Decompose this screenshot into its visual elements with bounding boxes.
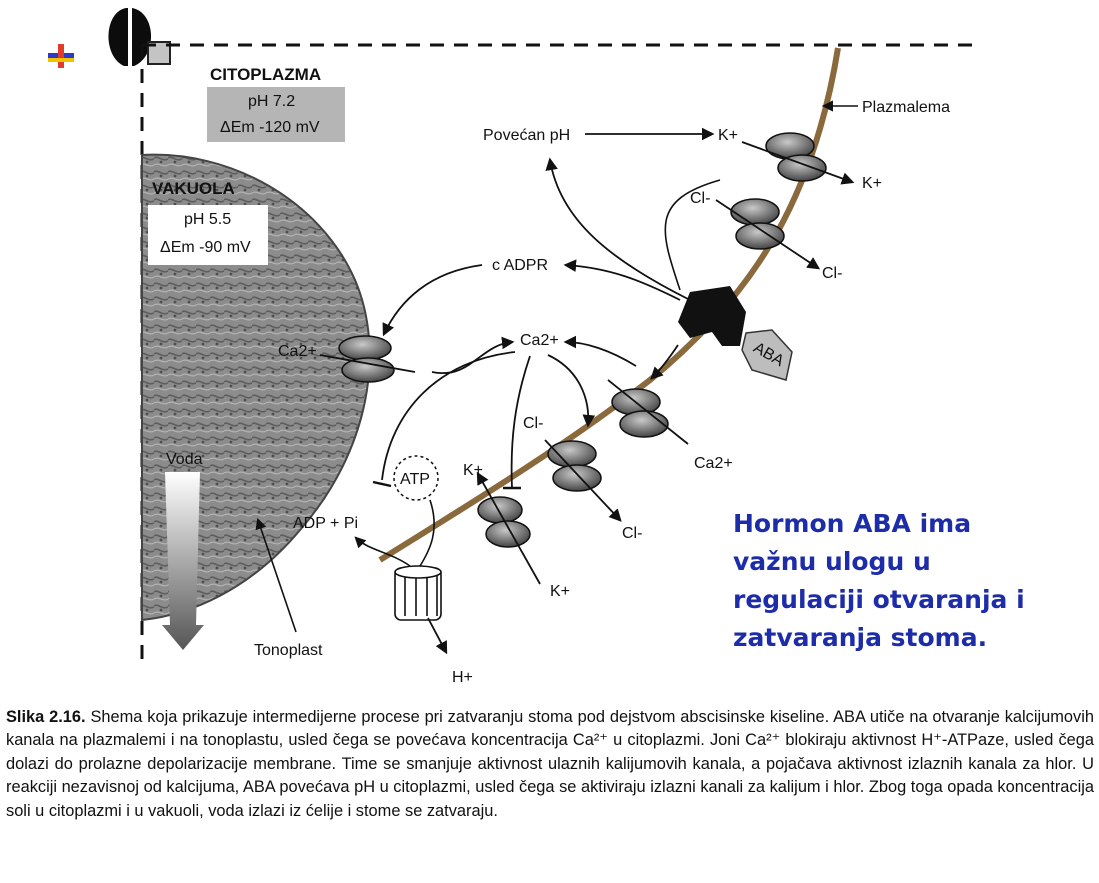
atp-burst-icon bbox=[393, 455, 439, 501]
tonoplast-pointer bbox=[255, 517, 297, 633]
vacuole-title: VAKUOLA bbox=[152, 179, 235, 198]
k-plus-label-top: K+ bbox=[718, 127, 738, 144]
h-atpase-pump bbox=[394, 565, 448, 655]
stoma-guard-cells-icon bbox=[108, 8, 171, 66]
aba-to-cadpr-arrow bbox=[563, 259, 681, 301]
tonoplast-ca-flux-arrow bbox=[431, 336, 515, 375]
plasmalemma-label: Plazmalema bbox=[862, 99, 950, 116]
water-label: Voda bbox=[166, 451, 203, 468]
plasma-ca-influx-arrow bbox=[563, 335, 637, 367]
ca-inhibits-k-line bbox=[510, 355, 531, 489]
hormone-note-line: zatvaranja stoma. bbox=[733, 623, 988, 652]
atp-to-pump-line bbox=[419, 499, 435, 567]
plasma-ca-channel bbox=[607, 379, 689, 445]
hormone-note: Hormon ABA ima važnu ulogu u regulaciji … bbox=[733, 505, 1073, 657]
h-plus-label: H+ bbox=[452, 669, 473, 686]
k-outward-channel bbox=[741, 132, 855, 185]
k-plus-label-inside: K+ bbox=[463, 462, 483, 479]
ca-inhibits-atpase-line bbox=[381, 351, 516, 481]
water-efflux-arrow bbox=[162, 472, 204, 650]
cytoplasm-info: CITOPLAZMA pH 7.2 ΔEm -120 mV bbox=[207, 65, 345, 142]
cytoplasm-title: CITOPLAZMA bbox=[210, 65, 321, 84]
vacuole-potential: ΔEm -90 mV bbox=[160, 239, 251, 256]
aba-receptor bbox=[678, 286, 793, 381]
atp-label: ATP bbox=[400, 471, 430, 488]
figure-caption: Slika 2.16. Shema koja prikazuje interme… bbox=[6, 706, 1094, 823]
cl-minus-label-middle: Cl- bbox=[523, 415, 543, 432]
k-plus-label-right: K+ bbox=[862, 175, 882, 192]
cadpr-label: c ADPR bbox=[492, 257, 548, 274]
cl-outward-channel-middle bbox=[544, 439, 622, 522]
pump-to-adp-arrow bbox=[354, 536, 411, 567]
adp-pi-label: ADP + Pi bbox=[293, 515, 358, 532]
cl-minus-label-right: Cl- bbox=[822, 265, 842, 282]
k-plus-label-outside: K+ bbox=[550, 583, 570, 600]
plasmalemma-membrane bbox=[378, 47, 841, 563]
aba-to-ca-channel-arrow bbox=[650, 344, 679, 380]
vacuole-ph: pH 5.5 bbox=[184, 211, 231, 228]
vacuole-info: VAKUOLA pH 5.5 ΔEm -90 mV bbox=[148, 179, 268, 265]
hormone-note-line: regulaciji otvaranja i bbox=[733, 585, 1025, 614]
tonoplast-ca-channel bbox=[319, 335, 416, 383]
ca2plus-label-center: Ca2+ bbox=[520, 332, 559, 349]
hormone-note-line: Hormon ABA ima bbox=[733, 509, 972, 538]
ph-pathway-line bbox=[664, 179, 721, 291]
increased-ph-label: Povećan pH bbox=[483, 127, 570, 144]
ca2plus-label-vacuole: Ca2+ bbox=[278, 343, 317, 360]
aba-to-ph-arrow bbox=[545, 157, 691, 301]
cl-outward-channel-top bbox=[715, 198, 821, 270]
k-inward-channel bbox=[476, 471, 541, 585]
cadpr-to-tonoplast-arrow bbox=[382, 264, 483, 337]
caption-label: Slika 2.16. bbox=[6, 708, 86, 726]
stomatal-closure-diagram: CITOPLAZMA pH 7.2 ΔEm -120 mV VAKUOLA pH… bbox=[48, 8, 975, 686]
ca2plus-label-outside: Ca2+ bbox=[694, 455, 733, 472]
hormone-note-line: važnu ulogu u bbox=[733, 547, 931, 576]
cytoplasm-potential: ΔEm -120 mV bbox=[220, 119, 320, 136]
plus-sign-icon bbox=[48, 44, 74, 68]
ca-to-cl-channel-arrow bbox=[547, 354, 596, 428]
caption-text: Shema koja prikazuje intermedijerne proc… bbox=[6, 708, 1094, 820]
ca-inhibits-atpase-bar bbox=[372, 480, 392, 488]
cytoplasm-ph: pH 7.2 bbox=[248, 93, 295, 110]
cl-minus-label-top: Cl- bbox=[690, 190, 710, 207]
tonoplast-label: Tonoplast bbox=[254, 642, 323, 659]
cl-minus-label-bottom: Cl- bbox=[622, 525, 642, 542]
